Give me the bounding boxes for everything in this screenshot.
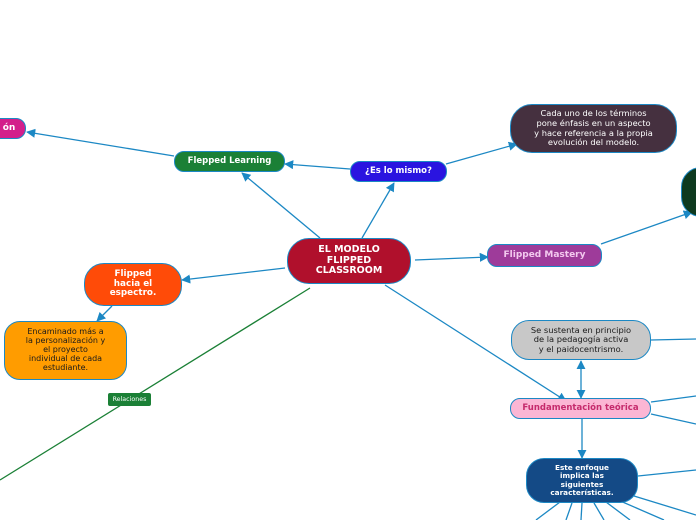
edge-enfoque-down-3 <box>580 502 583 520</box>
se-sustenta-label: Se sustenta en principio de la pedagogía… <box>530 324 632 354</box>
edge-central-fundamentacion <box>384 284 567 402</box>
cada-uno-label: Cada uno de los términos pone énfasis en… <box>534 108 653 148</box>
relation-label-text: Relaciones <box>112 395 147 403</box>
edge-central-flipped-mastery <box>414 252 489 262</box>
edge-sustenta-right <box>650 338 696 341</box>
flipped-espectro-label: Flipped hacia el espectro. <box>109 268 157 299</box>
edge-mastery-right-dark <box>600 210 693 245</box>
edge-central-es-lo-mismo <box>361 182 395 239</box>
edge-es-lo-mismo-flipped-learning <box>284 160 351 170</box>
se-sustenta-node[interactable]: Se sustenta en principio de la pedagogía… <box>511 320 651 360</box>
partial-left-node[interactable]: ón <box>0 118 26 139</box>
fundamentacion-label: Fundamentación teórica <box>522 402 639 413</box>
edge-enfoque-down-6 <box>617 499 665 520</box>
edge-enfoque-right-2 <box>633 495 696 516</box>
fundamentacion-node[interactable]: Fundamentación teórica <box>510 398 651 419</box>
edge-enfoque-right-1 <box>637 469 696 477</box>
cada-uno-node[interactable]: Cada uno de los términos pone énfasis en… <box>510 104 677 153</box>
flipped-mastery-node[interactable]: Flipped Mastery <box>487 244 602 267</box>
encaminado-node[interactable]: Encaminado más a la personalización y el… <box>4 321 127 380</box>
es-lo-mismo-node[interactable]: ¿Es lo mismo? <box>350 161 447 182</box>
enfoque-label: Este enfoque implica las siguientes cara… <box>550 463 614 497</box>
central-topic-label: EL MODELO FLIPPED CLASSROOM <box>315 244 383 277</box>
flipped-mastery-label: Flipped Mastery <box>503 250 586 261</box>
edge-fundamentacion-right-1 <box>650 395 696 403</box>
edge-enfoque-down-1 <box>535 501 561 520</box>
flipped-learning-label: Flepped Learning <box>187 155 272 166</box>
edge-enfoque-down-5 <box>605 501 631 520</box>
edge-espectro-encaminado <box>96 305 113 322</box>
central-topic-node[interactable]: EL MODELO FLIPPED CLASSROOM <box>287 238 411 284</box>
flipped-espectro-node[interactable]: Flipped hacia el espectro. <box>84 263 182 306</box>
edge-enfoque-down-2 <box>565 502 573 520</box>
edge-central-flipped-learning <box>241 172 321 239</box>
relation-line <box>0 287 311 481</box>
flipped-learning-node[interactable]: Flepped Learning <box>174 151 285 172</box>
enfoque-node[interactable]: Este enfoque implica las siguientes cara… <box>526 458 638 503</box>
edge-fundamentacion-right-2 <box>650 413 696 425</box>
edge-central-espectro <box>181 267 286 284</box>
encaminado-label: Encaminado más a la personalización y el… <box>25 327 106 372</box>
partial-left-label: ón <box>2 123 16 134</box>
edge-es-lo-mismo-cada-uno <box>445 141 518 165</box>
es-lo-mismo-label: ¿Es lo mismo? <box>365 165 432 176</box>
relation-label[interactable]: Relaciones <box>108 393 151 406</box>
edge-enfoque-down-4 <box>593 502 605 520</box>
edge-flipped-learning-partial <box>26 128 175 157</box>
